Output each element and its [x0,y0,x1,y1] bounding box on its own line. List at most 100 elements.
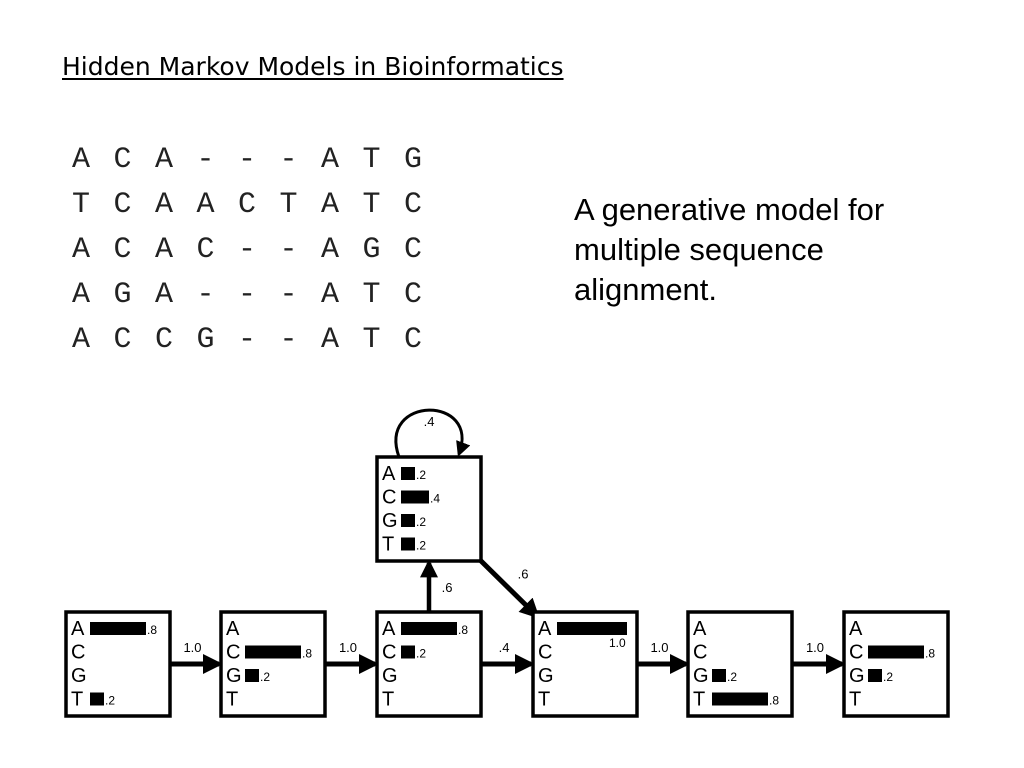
alignment-char: - [279,143,298,177]
emission-prob: .8 [769,694,779,708]
transition-label: .4 [424,414,435,429]
nucleotide-label: A [538,618,552,640]
transition-s1-s2: 1.0 [170,640,223,674]
alignment-char: G [113,278,132,312]
emission-bar [401,490,429,504]
states-layer: A.8CGT.2AC.8G.2TA.8C.2GTA.2C.4G.2T.2A1.0… [64,455,950,718]
emission-prob: .8 [147,623,157,637]
nucleotide-label: G [849,665,865,687]
alignment-char: A [72,323,91,357]
emission-prob: .2 [416,515,426,529]
nucleotide-label: C [693,642,707,664]
emission-prob: .2 [416,647,426,661]
transition-insert-s4: .6 [475,555,540,619]
nucleotide-label: A [382,463,396,485]
hmm-state-s6: AC.8G.2T [842,610,950,718]
emission-bar [90,692,104,706]
alignment-char: A [72,233,91,267]
alignment-char: - [238,278,257,312]
transition-label: .6 [442,580,453,595]
emission-bar [401,645,415,659]
transition-label: 1.0 [650,640,668,655]
nucleotide-label: G [71,665,87,687]
emission-prob: .4 [430,492,440,506]
emission-bar [712,669,726,682]
emission-prob: .2 [105,694,115,708]
emission-prob: .8 [925,647,935,661]
transition-label: .6 [518,567,529,582]
nucleotide-label: G [538,665,554,687]
nucleotide-label: T [538,689,550,711]
alignment-char: A [321,143,340,177]
alignment-char: - [196,143,215,177]
alignment-char: A [72,143,91,177]
alignment-char: G [196,323,215,357]
alignment-char: T [362,323,381,357]
transition-label: 1.0 [806,640,824,655]
alignment-char: T [362,143,381,177]
nucleotide-label: T [849,689,861,711]
transition-arrow [475,555,540,619]
alignment-char: C [113,323,132,357]
nucleotide-label: G [382,665,398,687]
emission-bar [401,622,457,635]
emission-prob: .2 [416,468,426,482]
nucleotide-label: T [71,689,83,711]
emission-bar [90,622,146,635]
nucleotide-label: T [226,689,238,711]
alignment-char: C [404,233,423,267]
nucleotide-label: C [849,642,863,664]
emission-bar [401,514,415,527]
alignment-char: A [155,143,174,177]
hmm-state-s3: A.8C.2GT [375,610,483,718]
emission-bar [868,645,924,659]
hmm-state-s5: ACG.2T.8 [686,610,794,718]
nucleotide-label: A [693,618,707,640]
transitions-layer: 1.0 1.0 .4 .6 .4 .6 1.0 1.0 [170,408,846,674]
state-box [842,610,950,718]
alignment-char: - [196,278,215,312]
nucleotide-label: G [382,510,398,532]
transition-s2-s3: 1.0 [325,640,379,674]
alignment-char: - [238,233,257,267]
alignment-char: A [196,188,215,222]
transition-s3-s4: .4 [481,640,535,674]
emission-bar [712,692,768,706]
alignment-char: - [238,143,257,177]
emission-prob: .8 [458,623,468,637]
nucleotide-label: G [226,665,242,687]
alignment-char: - [279,323,298,357]
emission-prob: .2 [260,670,270,684]
nucleotide-label: A [382,618,396,640]
nucleotide-label: T [382,534,394,556]
alignment-char: - [279,278,298,312]
alignment-char: T [362,278,381,312]
emission-prob: 1.0 [609,636,626,650]
alignment-char: C [155,323,174,357]
nucleotide-label: C [226,642,240,664]
alignment-char: G [362,233,381,267]
alignment-char: C [196,233,215,267]
alignment-char: A [321,188,340,222]
emission-bar [868,669,882,682]
alignment-char: T [72,188,91,222]
transition-arrow [394,408,471,458]
state-box [375,455,483,563]
alignment-char: C [113,233,132,267]
alignment-char: T [279,188,298,222]
transition-s5-s6: 1.0 [792,640,846,674]
emission-bar [245,645,301,659]
alignment-char: A [321,323,340,357]
state-box [219,610,327,718]
page-title: Hidden Markov Models in Bioinformatics [62,52,564,81]
transition-label: 1.0 [183,640,201,655]
alignment-char: G [404,143,423,177]
